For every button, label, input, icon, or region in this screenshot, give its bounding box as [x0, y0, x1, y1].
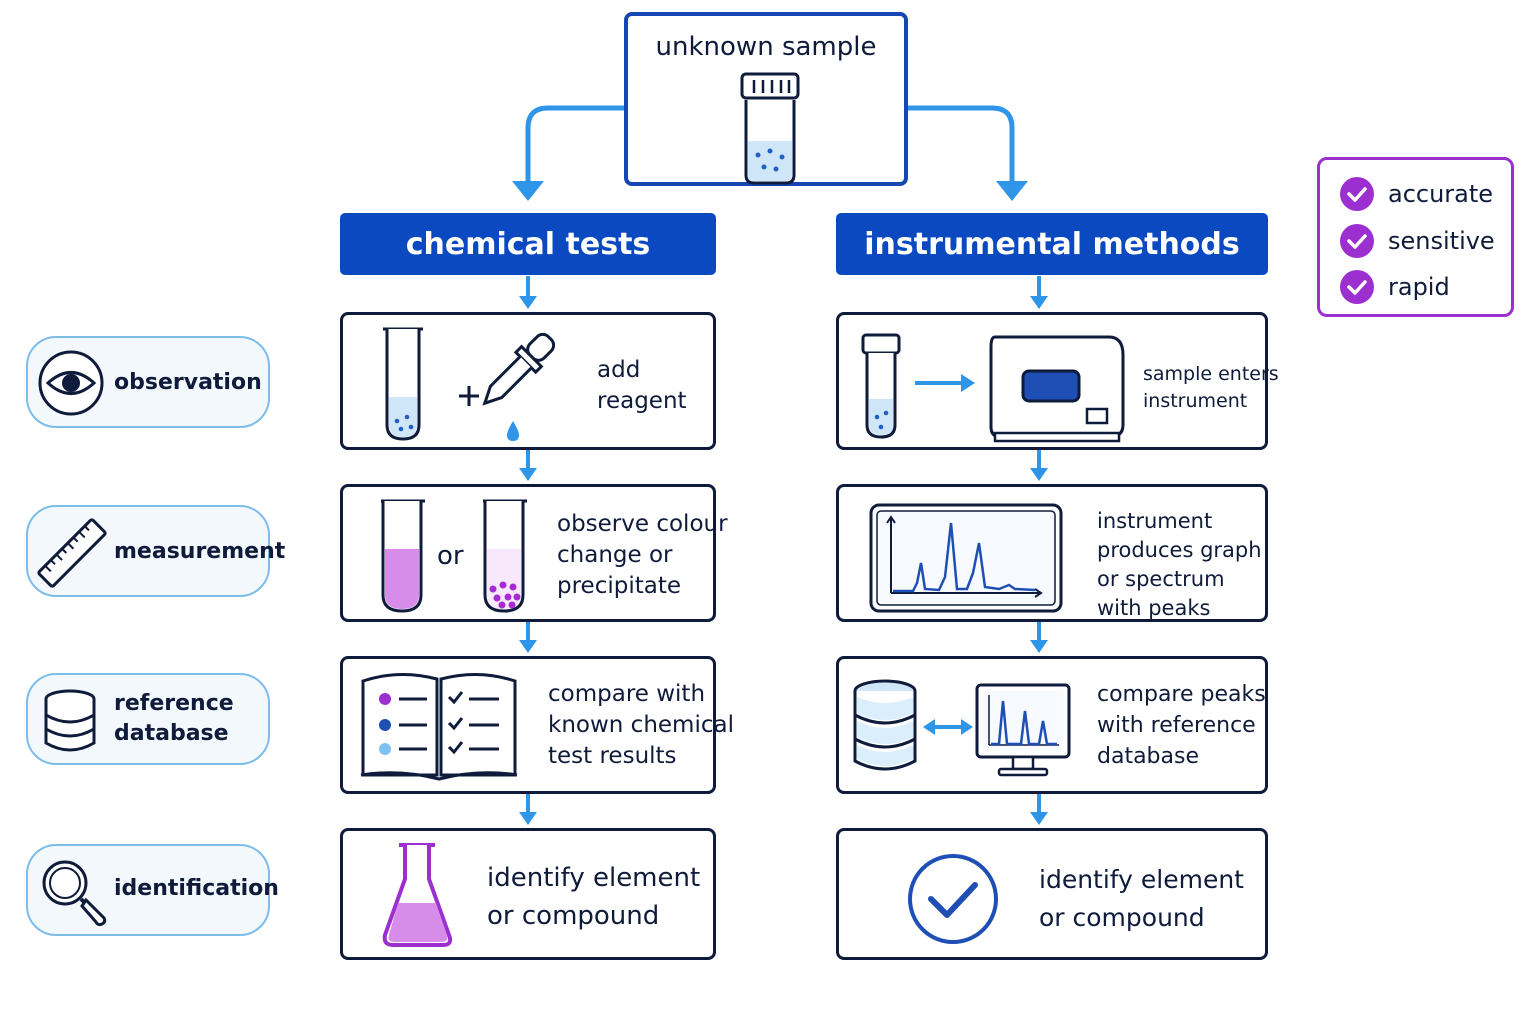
check-icon	[1340, 177, 1374, 211]
instrumental-step-identify: identify element or compound	[836, 828, 1268, 960]
arrowhead-instrumental	[996, 181, 1028, 201]
stage-observation: observation	[26, 336, 270, 428]
step-text: compare peaks with reference database	[1097, 682, 1266, 769]
stage-label: identification	[114, 876, 279, 901]
spectrum-monitor-icon	[869, 503, 1063, 613]
step-text: observe colour change or precipitate	[557, 511, 728, 599]
arrow-sample-to-instrumental	[908, 105, 1015, 182]
step-text: identify element or compound	[1039, 865, 1244, 932]
stage-label: measurement	[114, 539, 286, 564]
stage-label: observation	[114, 370, 262, 395]
magnifier-icon	[42, 860, 107, 927]
arrowhead-chemical	[512, 181, 544, 201]
ruler-icon	[37, 518, 107, 588]
chemical-step-observe-colour: or observe colour change or precipitate	[340, 484, 728, 622]
instrumental-step-sample-enters: sample enters instrument	[836, 312, 1279, 450]
stage-measurement: measurement	[26, 505, 285, 597]
step-text: add reagent	[597, 357, 687, 414]
chemical-step-add-reagent: add reagent	[340, 312, 716, 450]
database-icon	[44, 689, 96, 752]
benefit-item: rapid	[1340, 269, 1450, 305]
step-text: identify element or compound	[487, 863, 701, 931]
sample-jar-icon	[740, 72, 800, 185]
step-text: compare with known chemical test results	[548, 681, 734, 769]
check-icon	[1340, 270, 1374, 304]
check-icon	[1340, 224, 1374, 258]
tube-into-instrument-icon	[861, 333, 1125, 443]
stage-label: reference database	[114, 691, 234, 746]
chemical-step-compare-results: compare with known chemical test results	[340, 656, 734, 794]
chemical-step-identify: identify element or compound	[340, 828, 716, 960]
eye-icon	[38, 350, 104, 416]
step-text: sample enters instrument	[1143, 363, 1279, 412]
instrumental-step-compare-peaks: compare peaks with reference database	[836, 656, 1268, 794]
purple-solution-tube-icon	[381, 499, 425, 613]
step-text: instrument produces graph or spectrum wi…	[1097, 509, 1262, 620]
benefit-label: rapid	[1388, 273, 1450, 301]
benefit-item: sensitive	[1340, 223, 1495, 259]
database-monitor-compare-icon	[853, 679, 1071, 777]
benefit-item: accurate	[1340, 176, 1493, 212]
or-label: or	[437, 541, 464, 571]
sample-title: unknown sample	[655, 32, 877, 62]
arrow-sample-to-chemical	[525, 105, 624, 182]
benefit-label: sensitive	[1388, 227, 1495, 255]
erlenmeyer-flask-icon	[382, 843, 453, 947]
instrumental-methods-header: instrumental methods	[836, 213, 1268, 275]
stage-reference-database: reference database	[26, 673, 270, 765]
instrumental-step-produces-graph: instrument produces graph or spectrum wi…	[836, 484, 1268, 622]
stage-identification: identification	[26, 844, 279, 936]
benefit-label: accurate	[1388, 180, 1494, 208]
check-circle-icon	[908, 854, 998, 944]
test-tube-plus-dropper-icon	[383, 327, 556, 441]
open-book-checklist-icon	[360, 672, 518, 781]
benefits-box: accurate sensitive rapid	[1317, 157, 1514, 317]
unknown-sample-box: unknown sample	[624, 12, 908, 186]
precipitate-tube-icon	[483, 499, 527, 613]
chemical-tests-header: chemical tests	[340, 213, 716, 275]
